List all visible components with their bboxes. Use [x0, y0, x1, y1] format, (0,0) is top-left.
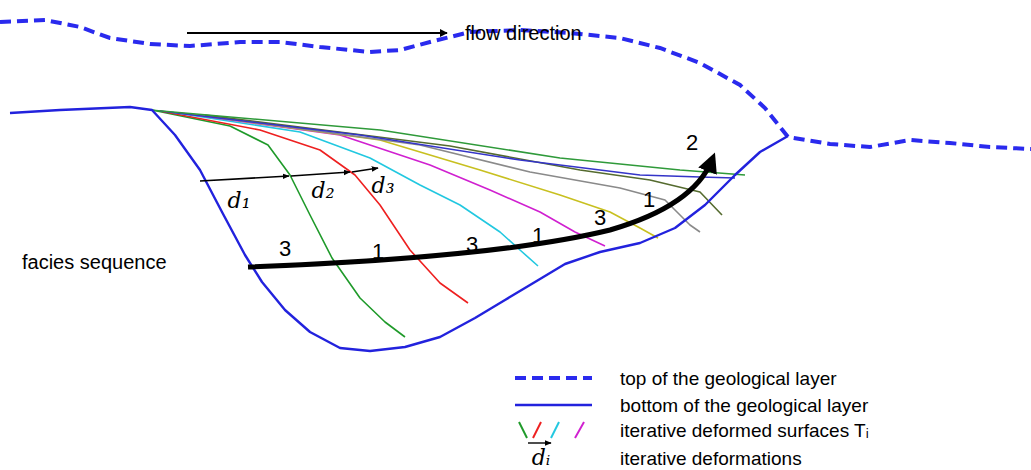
flow-arrow	[187, 32, 447, 34]
legend-sample	[519, 422, 584, 438]
annotation: flow direction	[465, 23, 582, 43]
callout-number: 3	[277, 237, 293, 261]
facies-arrow	[248, 160, 712, 267]
vector-label: dᵢ	[530, 446, 553, 470]
legend-text: iterative deformed surfaces Tᵢ	[620, 421, 869, 440]
legend-text: bottom of the geological layer	[620, 396, 868, 415]
callout-number: 3	[592, 206, 608, 230]
callout-number: 2	[684, 131, 700, 155]
legend-sample	[515, 404, 592, 406]
callout-number: 1	[370, 240, 386, 264]
callout-number: 1	[641, 188, 657, 212]
top-surface	[0, 20, 1031, 149]
vector-label: d₁	[226, 189, 253, 213]
callout-number: 1	[530, 224, 546, 248]
bottom-surface	[10, 107, 788, 351]
vector-label: d₂	[310, 179, 337, 203]
deformation-vectors	[200, 168, 378, 181]
legend-text: top of the geological layer	[620, 369, 837, 388]
deformed-surfaces	[150, 110, 745, 337]
annotation: facies sequence	[22, 252, 167, 272]
callout-number: 3	[464, 233, 480, 257]
vector-label: d₃	[370, 174, 397, 198]
legend-text: iterative deformations	[620, 449, 802, 468]
legend-sample	[515, 376, 592, 380]
vector-symbol	[528, 442, 551, 443]
